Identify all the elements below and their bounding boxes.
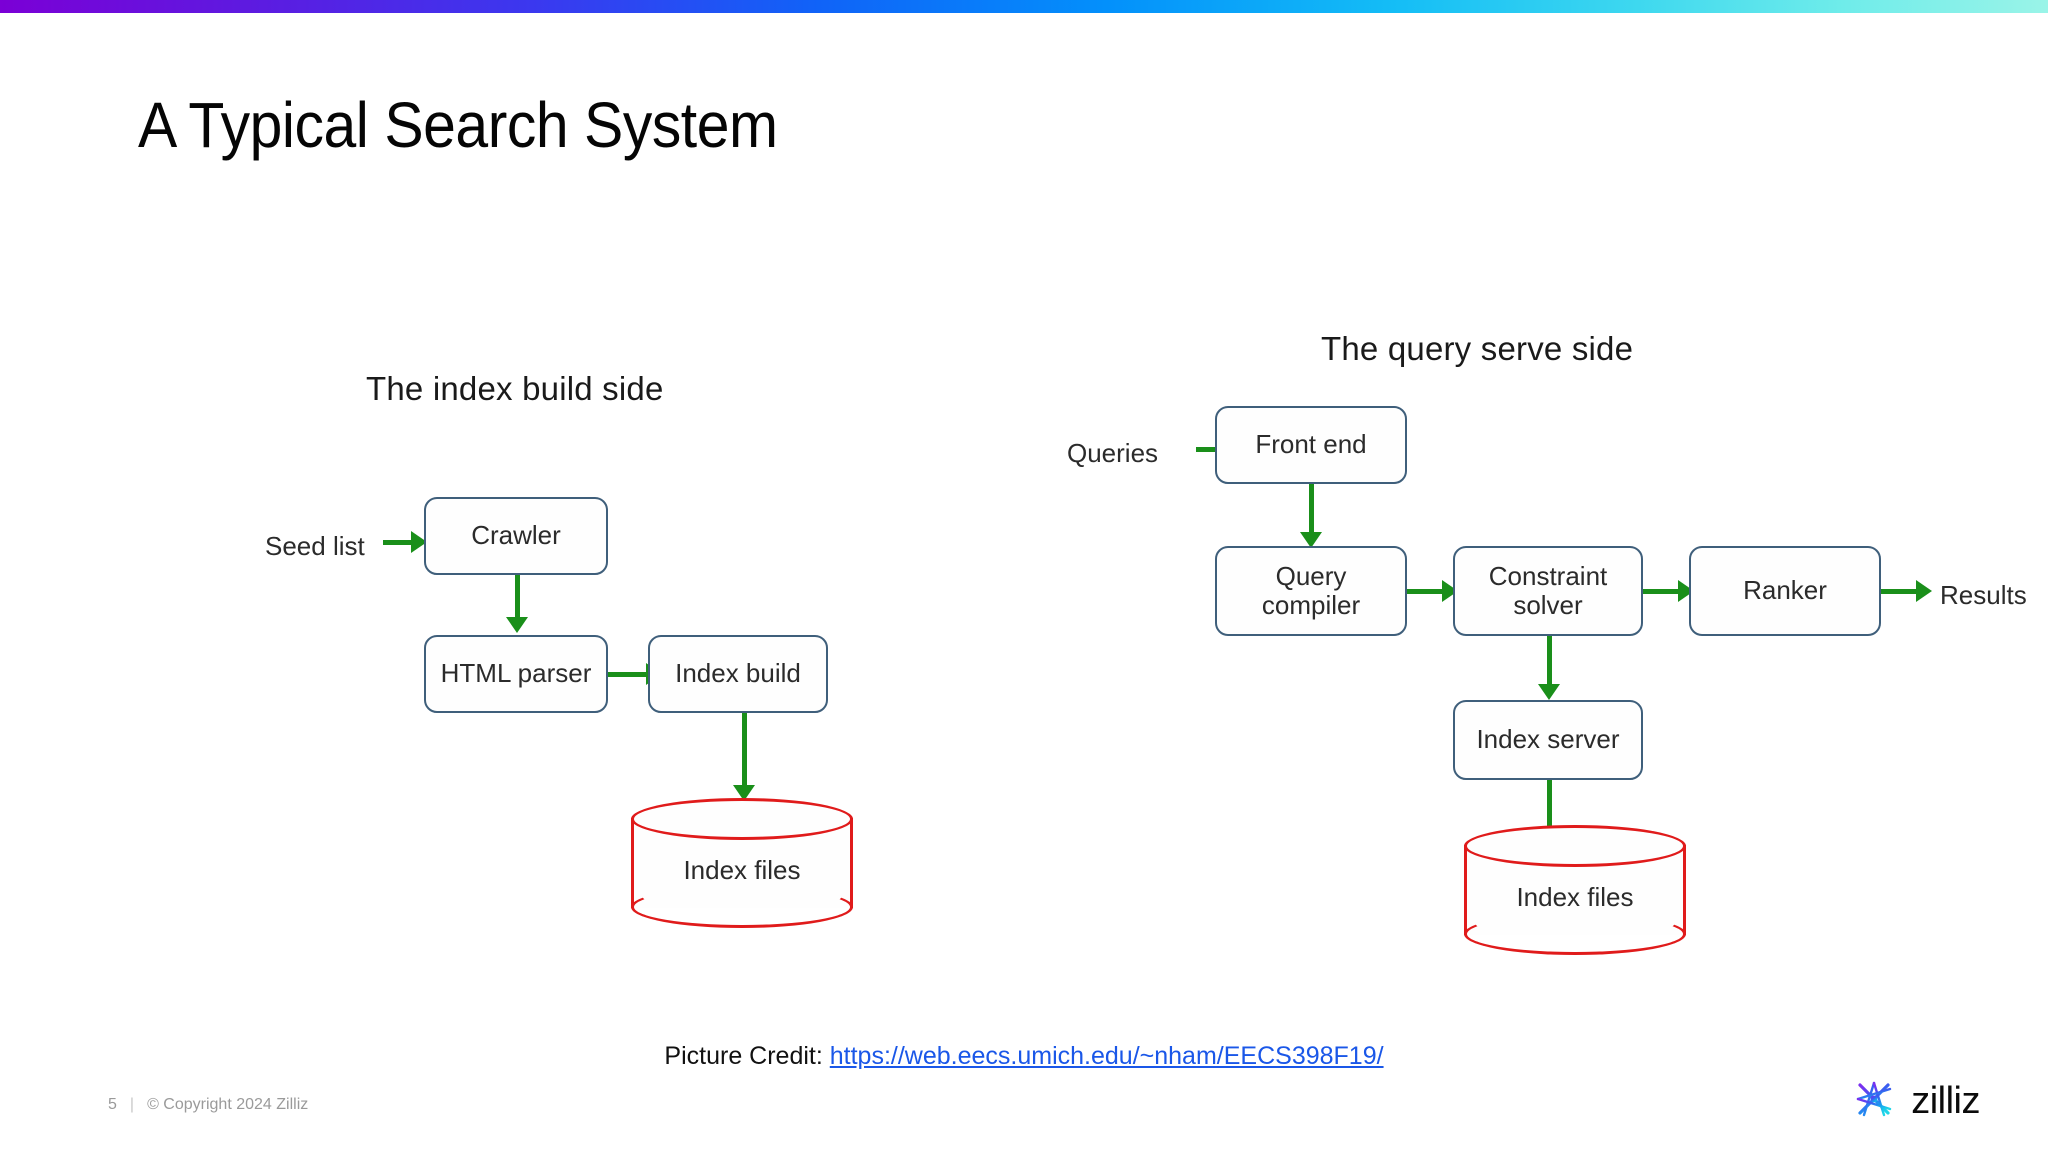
node-crawler-label: Crawler <box>471 520 561 551</box>
results-label: Results <box>1940 580 2027 610</box>
node-html-parser[interactable]: HTML parser <box>424 635 608 713</box>
node-index-build-label: Index build <box>675 658 801 689</box>
cylinder-top-ellipse <box>631 798 853 840</box>
arrow-index-build-to-index-files <box>731 713 757 803</box>
footer-page-number: 5 <box>108 1096 117 1113</box>
zilliz-logo: zilliz <box>1849 1074 1980 1129</box>
cylinder-top-ellipse <box>1464 825 1686 867</box>
node-constraint-solver[interactable]: Constraint solver <box>1453 546 1643 636</box>
cylinder-bottom-ellipse <box>1464 913 1686 955</box>
arrow-constraint-solver-to-index-server <box>1536 636 1562 702</box>
zilliz-wordmark: zilliz <box>1911 1080 1980 1122</box>
node-front-end[interactable]: Front end <box>1215 406 1407 484</box>
top-gradient-bar <box>0 0 2048 13</box>
picture-credit-link[interactable]: https://web.eecs.umich.edu/~nham/EECS398… <box>829 1042 1384 1070</box>
zilliz-starburst-icon <box>1849 1074 1899 1129</box>
arrow-front-end-to-query-compiler <box>1298 484 1324 550</box>
cylinder-bottom-ellipse <box>631 886 853 928</box>
page-title: A Typical Search System <box>138 89 778 161</box>
store-index-files-right[interactable]: Index files <box>1464 825 1686 955</box>
queries-label: Queries <box>1067 438 1159 468</box>
diagram-right-heading: The query serve side <box>1321 330 1634 367</box>
node-query-compiler[interactable]: Query compiler <box>1215 546 1407 636</box>
node-index-server-label: Index server <box>1476 724 1620 755</box>
node-index-build[interactable]: Index build <box>648 635 828 713</box>
arrow-constraint-solver-to-ranker <box>1643 578 1695 604</box>
node-html-parser-label: HTML parser <box>440 658 592 689</box>
arrow-ranker-to-results <box>1881 578 1933 604</box>
seed-list-label: Seed list <box>265 531 365 561</box>
footer-copyright: © Copyright 2024 Zilliz <box>147 1096 309 1113</box>
store-index-files-left[interactable]: Index files <box>631 798 853 928</box>
node-query-compiler-label: Query compiler <box>1261 560 1361 620</box>
node-crawler[interactable]: Crawler <box>424 497 608 575</box>
node-front-end-label: Front end <box>1255 429 1367 460</box>
diagram-index-build-side: The index build side Seed list Crawler H… <box>0 0 1024 1000</box>
footer: 5 | © Copyright 2024 Zilliz <box>108 1096 308 1114</box>
footer-separator: | <box>129 1096 135 1113</box>
diagram-left-heading: The index build side <box>366 370 664 407</box>
arrow-seedlist-to-crawler <box>383 529 427 555</box>
node-ranker[interactable]: Ranker <box>1689 546 1881 636</box>
diagram-query-serve-side: The query serve side Queries Front end Q… <box>1024 0 2048 1000</box>
store-index-files-right-label: Index files <box>1516 882 1634 912</box>
node-constraint-solver-label: Constraint solver <box>1488 560 1608 620</box>
node-ranker-label: Ranker <box>1743 575 1827 606</box>
picture-credit-prefix: Picture Credit: <box>664 1042 830 1070</box>
node-index-server[interactable]: Index server <box>1453 700 1643 780</box>
picture-credit: Picture Credit: https://web.eecs.umich.e… <box>0 1042 2048 1071</box>
arrow-query-compiler-to-constraint-solver <box>1407 578 1459 604</box>
arrow-crawler-to-html-parser <box>504 575 530 635</box>
store-index-files-left-label: Index files <box>683 855 801 885</box>
